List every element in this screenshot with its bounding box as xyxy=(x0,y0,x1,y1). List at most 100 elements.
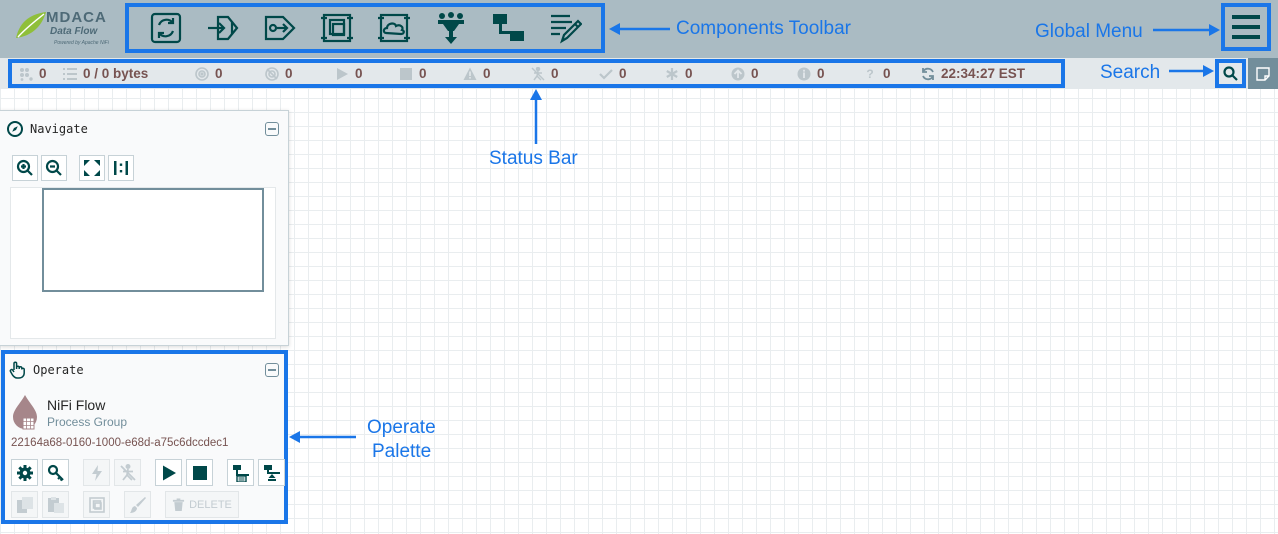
stat-active-threads: 0 xyxy=(18,66,62,82)
compass-icon xyxy=(7,121,23,137)
not-transmitting-count: 0 xyxy=(285,66,293,81)
upload-template-icon xyxy=(263,464,280,481)
create-template-button[interactable] xyxy=(227,459,254,486)
navigate-collapse-button[interactable] xyxy=(265,122,279,136)
navigate-title: Navigate xyxy=(30,122,88,136)
toolbar-input-port[interactable] xyxy=(204,9,242,47)
invalid-count: 0 xyxy=(483,66,491,81)
upload-template-button[interactable] xyxy=(258,459,285,486)
group-icon xyxy=(88,496,105,513)
actual-size-button[interactable] xyxy=(108,155,134,181)
info-circle-icon xyxy=(796,66,812,82)
stat-running: 0 xyxy=(334,66,398,82)
operate-palette: Operate NiFi Flow Process Group 22164a68… xyxy=(1,350,288,524)
delete-button[interactable]: DELETE xyxy=(165,491,239,518)
birdseye-viewport[interactable] xyxy=(42,188,264,292)
toolbar-remote-process-group[interactable] xyxy=(375,9,413,47)
toolbar-funnel[interactable] xyxy=(432,9,470,47)
arrow-up-circle-icon xyxy=(730,66,746,82)
template-icon xyxy=(492,14,524,41)
check-icon xyxy=(598,66,614,82)
selected-component-type: Process Group xyxy=(47,415,128,429)
enable-button[interactable] xyxy=(83,459,110,486)
search-button[interactable] xyxy=(1215,59,1246,88)
transmitting-icon xyxy=(194,66,210,82)
stat-locally-modified: 0 xyxy=(664,66,730,82)
toolbar-process-group[interactable] xyxy=(318,9,356,47)
running-count: 0 xyxy=(355,66,363,81)
global-menu-arrow xyxy=(1153,24,1220,36)
active-threads-count: 0 xyxy=(39,66,47,81)
stat-transmitting: 0 xyxy=(194,66,264,82)
hand-pointer-icon xyxy=(9,361,25,379)
stat-last-refreshed: 22:34:27 EST xyxy=(920,66,1025,82)
components-toolbar xyxy=(125,3,605,53)
locally-modified-stale-count: 0 xyxy=(817,66,825,81)
toolbar-processor[interactable] xyxy=(147,9,185,47)
components-toolbar-annotation: Components Toolbar xyxy=(676,18,851,39)
queued-value: 0 / 0 bytes xyxy=(83,66,149,81)
stat-not-transmitting: 0 xyxy=(264,66,334,82)
operate-header: Operate xyxy=(9,361,84,379)
last-refreshed-time: 22:34:27 EST xyxy=(941,66,1026,81)
key-icon xyxy=(47,464,64,481)
output-port-icon xyxy=(264,15,296,41)
change-color-button[interactable] xyxy=(124,491,151,518)
disable-button[interactable] xyxy=(114,459,141,486)
birdseye-view[interactable] xyxy=(10,187,276,339)
not-transmitting-icon xyxy=(264,66,280,82)
zoom-out-button[interactable] xyxy=(41,155,67,181)
leaf-logo-icon xyxy=(16,12,46,38)
operate-palette-arrow xyxy=(289,431,356,443)
navigate-palette: Navigate xyxy=(0,110,289,346)
stop-icon xyxy=(192,465,207,480)
toolbar-label[interactable] xyxy=(546,9,584,47)
toolbar-template[interactable] xyxy=(489,9,527,47)
selected-component-name: NiFi Flow xyxy=(47,397,106,413)
group-button[interactable] xyxy=(83,491,110,518)
up-to-date-count: 0 xyxy=(619,66,627,81)
bulletin-board-button[interactable] xyxy=(1248,58,1278,89)
stat-sync-failure: ? 0 xyxy=(862,66,920,82)
warning-icon xyxy=(462,66,478,82)
toolbar-output-port[interactable] xyxy=(261,9,299,47)
status-bar-annotation: Status Bar xyxy=(489,148,578,169)
stat-locally-modified-stale: 0 xyxy=(796,66,862,82)
lightning-icon xyxy=(91,464,102,481)
locally-modified-count: 0 xyxy=(685,66,693,81)
global-menu-button[interactable] xyxy=(1221,3,1271,51)
operate-palette-annotation-line1: Operate xyxy=(367,417,436,438)
process-group-icon xyxy=(320,13,353,43)
paintbrush-icon xyxy=(129,496,146,513)
refresh-icon[interactable] xyxy=(920,66,936,82)
operate-actions-row-1 xyxy=(11,459,289,486)
navigate-header: Navigate xyxy=(7,121,88,137)
paste-button[interactable] xyxy=(42,491,69,518)
funnel-icon xyxy=(437,12,464,44)
access-policies-button[interactable] xyxy=(42,459,69,486)
disabled-icon xyxy=(530,66,546,82)
transmitting-count: 0 xyxy=(215,66,223,81)
copy-icon xyxy=(16,496,33,513)
logo-brand: MDACA xyxy=(46,9,107,26)
asterisk-icon xyxy=(664,66,680,82)
operate-palette-annotation-line2: Palette xyxy=(372,441,432,462)
navigate-tools xyxy=(12,155,137,181)
hamburger-menu-icon xyxy=(1232,15,1260,39)
process-group-drop-icon xyxy=(13,395,37,430)
global-menu-annotation: Global Menu xyxy=(1035,21,1143,42)
search-icon xyxy=(1223,66,1238,81)
stat-invalid: 0 xyxy=(462,66,530,82)
copy-button[interactable] xyxy=(11,491,38,518)
start-button[interactable] xyxy=(155,459,182,486)
status-bar-arrow xyxy=(530,89,542,144)
operate-collapse-button[interactable] xyxy=(265,363,279,377)
zoom-in-button[interactable] xyxy=(12,155,38,181)
operate-actions-row-2: DELETE xyxy=(11,491,239,518)
disabled-icon xyxy=(119,463,136,481)
remote-process-group-icon xyxy=(377,13,410,43)
configure-button[interactable] xyxy=(11,459,38,486)
stat-stopped: 0 xyxy=(398,66,462,82)
stop-button[interactable] xyxy=(186,459,213,486)
fit-button[interactable] xyxy=(79,155,105,181)
